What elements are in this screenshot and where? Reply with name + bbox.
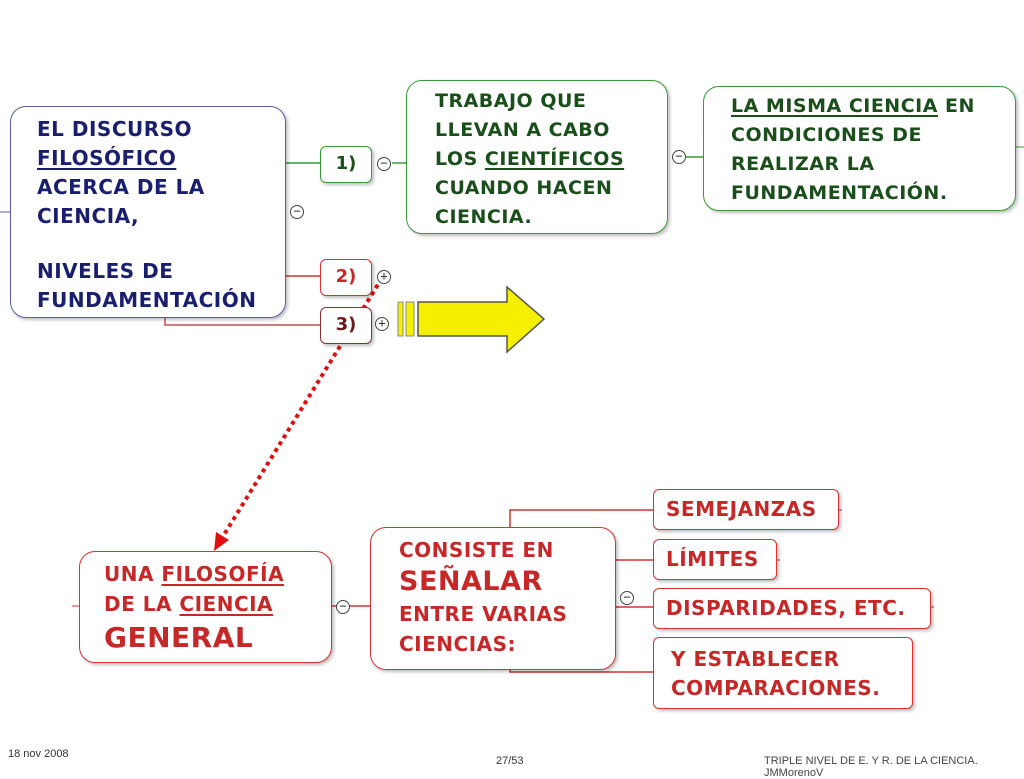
arrow-bar-1 — [397, 301, 404, 337]
central-collapse-icon[interactable]: − — [290, 205, 304, 219]
trabajo-line-2: LLEVAN A CABO — [435, 119, 610, 141]
footer-date: 18 nov 2008 — [8, 748, 69, 760]
branch-3-connector — [164, 318, 320, 326]
trabajo-box[interactable]: TRABAJO QUE LLEVAN A CABO LOS CIENTÍFICO… — [406, 80, 668, 234]
central-line-6: NIVELES DE — [37, 259, 174, 283]
yellow-arrow-icon — [417, 285, 546, 354]
branch-2-label[interactable]: 2) — [320, 259, 372, 296]
misma-line-2: CONDICIONES DE — [731, 124, 922, 146]
trabajo-collapse-icon[interactable]: − — [672, 150, 686, 164]
leaf-comparaciones[interactable]: Y ESTABLECER COMPARACIONES. — [653, 637, 913, 709]
comparaciones-line-2: COMPARACIONES. — [671, 676, 881, 700]
branch-3-label[interactable]: 3) — [320, 307, 372, 344]
misma-line-4: FUNDAMENTACIÓN. — [731, 182, 948, 204]
consiste-line-3: ENTRE VARIAS — [399, 602, 568, 626]
central-line-5 — [37, 231, 285, 257]
central-line-4: CIENCIA, — [37, 204, 140, 228]
branch-1-label[interactable]: 1) — [320, 146, 372, 183]
filosofia-line-1: UNA FILOSOFÍA — [104, 562, 285, 586]
leaf-bracket-top — [509, 509, 653, 527]
branch-3-expand-icon[interactable]: + — [375, 317, 389, 331]
trabajo-line-3-underlined-word: CIENTÍFICOS — [484, 148, 625, 170]
footer-credit: TRIPLE NIVEL DE E. Y R. DE LA CIENCIA. J… — [764, 755, 978, 779]
leaf-disparidades[interactable]: DISPARIDADES, ETC. — [653, 588, 931, 629]
trabajo-line-1: TRABAJO QUE — [435, 90, 587, 112]
trabajo-line-3: LOS CIENTÍFICOS — [435, 148, 625, 170]
branch-2-expand-icon[interactable]: + — [377, 270, 391, 284]
central-line-1: EL DISCURSO — [37, 117, 193, 141]
consiste-line-1: CONSISTE EN — [399, 538, 554, 562]
leaf-semejanzas[interactable]: SEMEJANZAS — [653, 489, 839, 530]
central-line-3: ACERCA DE LA — [37, 175, 205, 199]
trabajo-line-4: CUANDO HACEN — [435, 177, 613, 199]
misma-line-1-underlined-word: LA MISMA CIENCIA — [731, 95, 938, 117]
filosofia-box[interactable]: UNA FILOSOFÍA DE LA CIENCIA GENERAL — [79, 551, 332, 663]
central-line-2: FILOSÓFICO — [37, 146, 177, 170]
branch-1-collapse-icon[interactable]: − — [377, 157, 391, 171]
filosofia-line-1-underlined-word: FILOSOFÍA — [161, 562, 285, 586]
arrow-bar-2 — [405, 301, 415, 337]
misma-line-3: REALIZAR LA — [731, 153, 875, 175]
central-topic-box[interactable]: EL DISCURSO FILOSÓFICO ACERCA DE LA CIEN… — [10, 106, 286, 318]
filosofia-collapse-icon[interactable]: − — [336, 600, 350, 614]
comparaciones-line-1: Y ESTABLECER — [671, 647, 840, 671]
filosofia-line-3: GENERAL — [104, 621, 254, 654]
dotted-link-arrowhead — [214, 532, 229, 551]
consiste-collapse-icon[interactable]: − — [620, 591, 634, 605]
consiste-box[interactable]: CONSISTE EN SEÑALAR ENTRE VARIAS CIENCIA… — [370, 527, 616, 670]
misma-line-1: LA MISMA CIENCIA EN — [731, 95, 975, 117]
footer-page-number: 27/53 — [496, 755, 524, 767]
central-line-7: FUNDAMENTACIÓN — [37, 288, 257, 312]
misma-ciencia-box[interactable]: LA MISMA CIENCIA EN CONDICIONES DE REALI… — [703, 86, 1016, 211]
consiste-line-4: CIENCIAS: — [399, 632, 517, 656]
trabajo-line-5: CIENCIA. — [435, 206, 533, 228]
filosofia-line-2: DE LA CIENCIA — [104, 592, 274, 616]
leaf-limites[interactable]: LÍMITES — [653, 539, 777, 580]
consiste-line-2: SEÑALAR — [399, 566, 543, 597]
filosofia-line-2-underlined-word: CIENCIA — [179, 592, 274, 616]
